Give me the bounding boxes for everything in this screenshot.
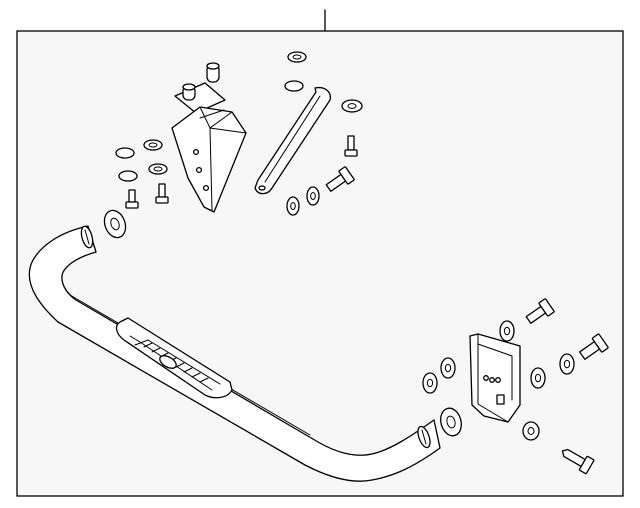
rear-mounting-bracket: [469, 333, 521, 423]
front-bracket-nut-plate: [174, 62, 226, 114]
bolt-4: [325, 166, 355, 192]
step-pad: [115, 317, 233, 399]
bolt-6: [579, 333, 609, 360]
front-mounting-bracket: [171, 106, 247, 213]
support-brace: [254, 86, 331, 195]
step-bar-tube: [28, 225, 441, 482]
bolt-7: [561, 448, 595, 475]
bolt-5: [525, 298, 555, 324]
bolt-2: [125, 189, 139, 209]
bolt-3: [155, 183, 169, 204]
washers: [103, 51, 575, 441]
bolt-1: [344, 135, 358, 157]
bolts: [125, 135, 609, 475]
